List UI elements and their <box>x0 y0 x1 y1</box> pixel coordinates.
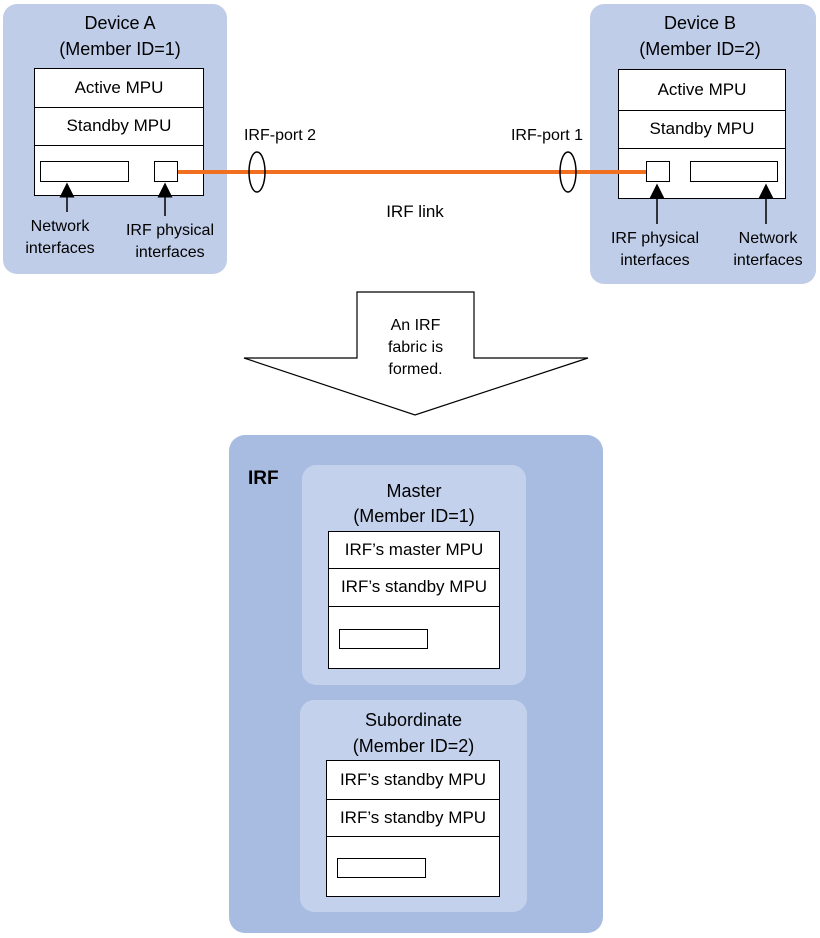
irf-port-1-label: IRF-port 1 <box>510 127 583 144</box>
arrow-text-line-2: fabric is <box>387 339 444 356</box>
device-a-active-mpu: Active MPU <box>35 69 203 108</box>
subordinate-row-standby-mpu-2: IRF’s standby MPU <box>327 799 499 837</box>
formation-arrow <box>243 291 589 416</box>
device-a-standby-mpu: Standby MPU <box>35 107 203 146</box>
irf-port-2-label: IRF-port 2 <box>243 127 316 144</box>
device-b-network-label-2: interfaces <box>733 252 803 269</box>
device-a-irf-phys-label-2: interfaces <box>135 244 205 261</box>
device-a-network-label-2: interfaces <box>25 240 95 257</box>
device-a-title: Device A <box>84 13 156 33</box>
device-b-irf-phys-label-1: IRF physical <box>610 230 700 247</box>
device-b-active-mpu: Active MPU <box>619 70 785 111</box>
irf-port-1-ellipse <box>559 151 577 193</box>
master-subtitle: (Member ID=1) <box>353 506 475 526</box>
subordinate-title: Subordinate <box>364 710 463 730</box>
device-b-network-interfaces <box>690 161 778 182</box>
arrow-text-line-1: An IRF <box>390 317 441 334</box>
subordinate-subtitle: (Member ID=2) <box>352 736 475 756</box>
master-title: Master <box>386 481 442 501</box>
irf-link-label: IRF link <box>386 202 444 221</box>
device-a-subtitle: (Member ID=1) <box>59 39 181 59</box>
device-a-network-interfaces <box>40 161 129 182</box>
irf-label: IRF <box>248 468 279 489</box>
device-a-network-label-1: Network <box>30 218 90 235</box>
device-a-irf-phys-label-1: IRF physical <box>125 222 215 239</box>
device-b-title: Device B <box>663 13 737 33</box>
device-b-network-label-1: Network <box>738 230 798 247</box>
device-b-standby-mpu: Standby MPU <box>619 110 785 149</box>
irf-port-2-ellipse <box>248 151 266 193</box>
master-row-standby-mpu: IRF’s standby MPU <box>329 568 499 607</box>
subordinate-row-standby-mpu-1: IRF’s standby MPU <box>327 761 499 800</box>
master-interface-slot <box>339 629 428 649</box>
arrow-text-line-3: formed. <box>388 361 443 378</box>
subordinate-interface-slot <box>337 858 426 878</box>
device-b-subtitle: (Member ID=2) <box>639 39 761 59</box>
device-b-irf-physical-interface <box>646 161 670 182</box>
master-row-master-mpu: IRF’s master MPU <box>329 532 499 569</box>
device-b-irf-phys-label-2: interfaces <box>620 252 690 269</box>
device-a-irf-physical-interface <box>154 161 178 182</box>
